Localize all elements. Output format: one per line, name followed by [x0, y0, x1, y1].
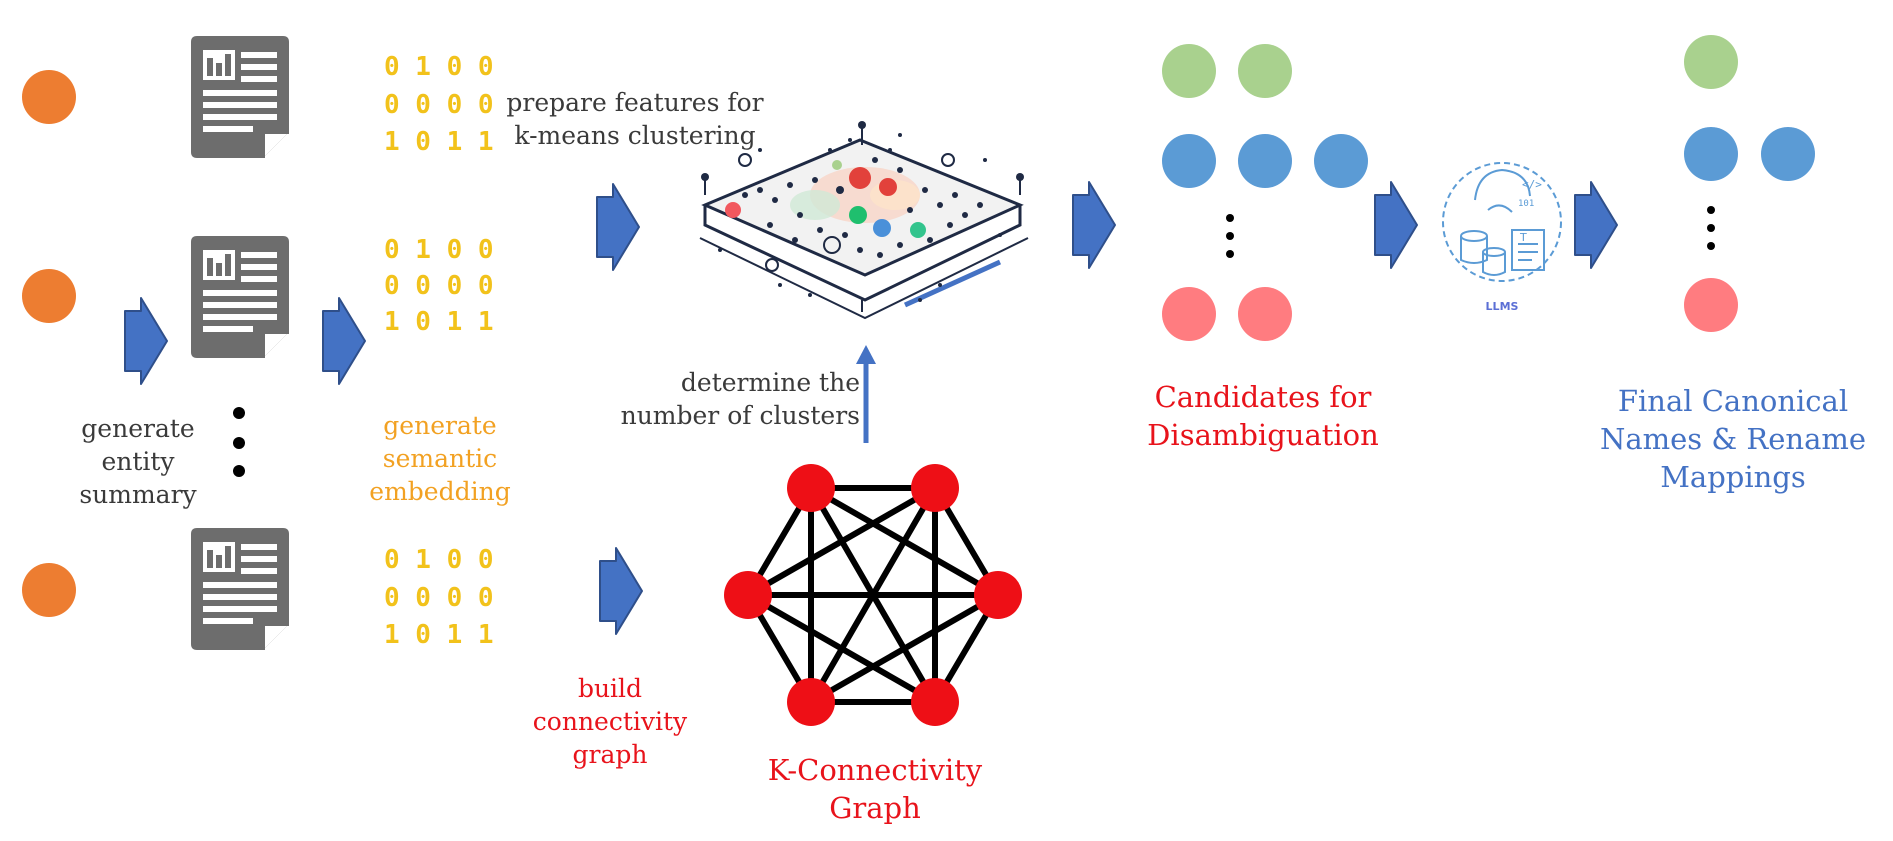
document-icon — [189, 34, 291, 160]
svg-text:101: 101 — [1518, 199, 1534, 209]
flow-arrow-icon — [1574, 181, 1618, 269]
cluster-node — [1238, 44, 1292, 98]
label-candidates-for-disambiguation: Candidates for Disambiguation — [1147, 380, 1379, 452]
ellipsis-icon — [233, 407, 245, 477]
label-build-connectivity-graph: build connectivity graph — [532, 674, 688, 769]
embedding-bits: 0 1 0 0 — [384, 52, 494, 82]
graph-node — [787, 464, 835, 512]
embedding-bits: 1 0 1 1 — [384, 307, 494, 337]
flow-arrow-icon — [1072, 181, 1116, 269]
embedding-block: 0 1 0 0 0 0 0 0 1 0 1 1 — [384, 235, 494, 337]
cluster-node — [1761, 127, 1815, 181]
graph-node — [911, 464, 959, 512]
cluster-node — [1238, 287, 1292, 341]
cluster-plot-icon — [699, 121, 1029, 320]
ellipsis-icon — [1707, 206, 1715, 250]
cluster-node — [1238, 134, 1292, 188]
cluster-node — [1162, 287, 1216, 341]
svg-text:</>: </> — [1522, 178, 1542, 191]
embedding-bits: 0 1 0 0 — [384, 545, 494, 575]
embedding-bits: 0 0 0 0 — [384, 90, 494, 120]
cluster-node — [1314, 134, 1368, 188]
flow-arrow-icon — [322, 297, 366, 385]
embedding-bits: 0 0 0 0 — [384, 271, 494, 301]
label-generate-semantic-embedding: generate semantic embedding — [369, 411, 511, 506]
flow-arrow-icon — [599, 547, 643, 635]
cluster-node — [1162, 134, 1216, 188]
document-icon — [189, 234, 291, 360]
ellipsis-icon — [1226, 214, 1234, 258]
final-clusters — [1684, 35, 1815, 332]
flow-arrow-icon — [596, 183, 640, 271]
embedding-bits: 1 0 1 1 — [384, 127, 494, 157]
llm-caption: LLMS — [1486, 300, 1519, 313]
graph-node — [974, 571, 1022, 619]
embedding-bits: 1 0 1 1 — [384, 620, 494, 650]
k-connectivity-graph — [724, 464, 1022, 726]
graph-node — [911, 678, 959, 726]
cluster-node — [1684, 127, 1738, 181]
embedding-bits: 0 1 0 0 — [384, 235, 494, 265]
label-determine-clusters: determine the number of clusters — [620, 368, 860, 430]
flow-arrow-icon — [1374, 181, 1418, 269]
embedding-bits: 0 0 0 0 — [384, 583, 494, 613]
document-icon — [189, 526, 291, 652]
label-prepare-features: prepare features for k-means clustering — [506, 88, 764, 150]
graph-node — [787, 678, 835, 726]
up-arrow-icon — [856, 345, 876, 443]
label-k-connectivity-graph: K-Connectivity Graph — [767, 753, 983, 825]
svg-text:T: T — [1519, 231, 1527, 244]
embedding-block: 0 1 0 0 0 0 0 0 1 0 1 1 — [384, 545, 494, 650]
cluster-node — [1162, 44, 1216, 98]
label-final-canonical-names: Final Canonical Names & Rename Mappings — [1599, 384, 1867, 494]
candidate-clusters — [1162, 44, 1368, 341]
entity-node — [22, 269, 76, 323]
cluster-node — [1684, 278, 1738, 332]
llm-icon: </> 101 T — [1442, 162, 1562, 282]
entity-node — [22, 70, 76, 124]
cluster-node — [1684, 35, 1738, 89]
entity-node — [22, 563, 76, 617]
embedding-block: 0 1 0 0 0 0 0 0 1 0 1 1 — [384, 52, 494, 157]
label-generate-entity-summary: generate entity summary — [79, 414, 197, 509]
entity-nodes — [22, 70, 76, 617]
flow-arrow-icon — [124, 297, 168, 385]
graph-node — [724, 571, 772, 619]
